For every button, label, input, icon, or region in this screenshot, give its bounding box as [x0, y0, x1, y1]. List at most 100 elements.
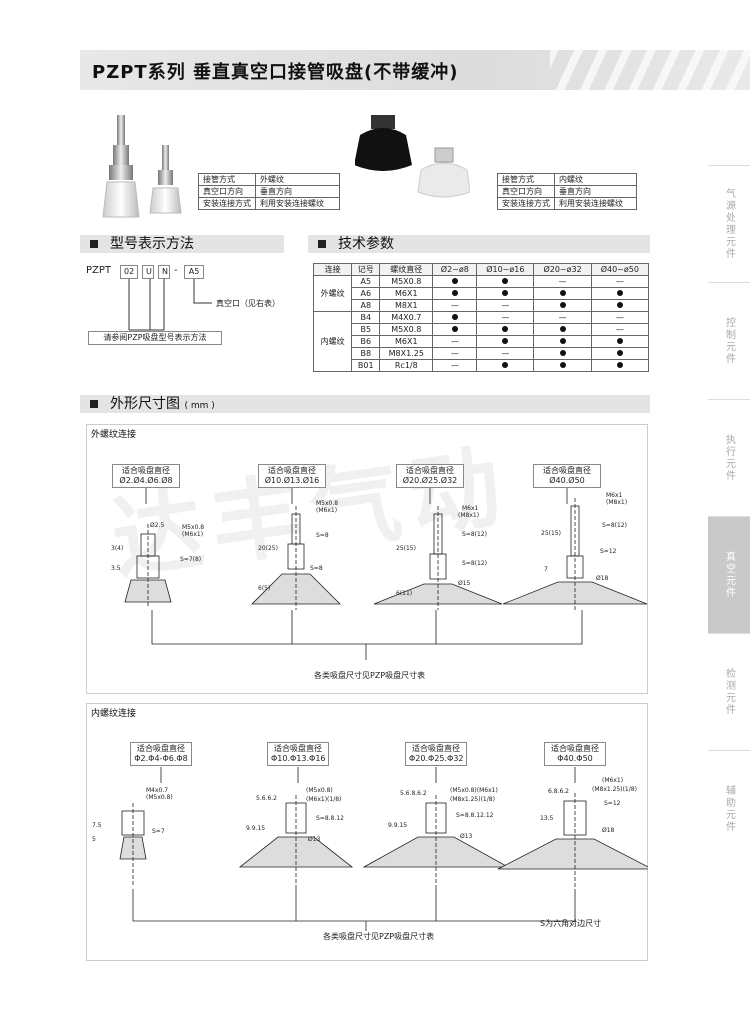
tech-cell: [533, 347, 592, 360]
side-tab-air-treatment[interactable]: 气源处理元件: [708, 165, 750, 282]
title-bar: PZPT系列 垂直真空口接管吸盘(不带缓冲): [80, 50, 750, 90]
available-dot-icon: [616, 338, 623, 344]
outer-heading: 外螺纹连接: [91, 430, 137, 440]
square-bullet-icon: [90, 240, 98, 248]
tech-cell: B4: [351, 311, 381, 324]
inner-dimension-drawings: [119, 767, 648, 931]
side-tab-control[interactable]: 控制元件: [708, 282, 750, 399]
model-label-vacuum: 真空口（见右表）: [216, 299, 280, 308]
side-tab-actuator[interactable]: 执行元件: [708, 399, 750, 516]
tech-cell: B01: [351, 359, 381, 372]
spec-key: 接管方式: [198, 173, 256, 186]
model-label-ref: 请参阅PZP吸盘型号表示方法: [88, 331, 222, 345]
spec-value: 垂直方向: [255, 185, 340, 198]
dim-label: S=12: [604, 800, 621, 807]
available-dot-icon: [451, 314, 458, 320]
spec-table-outer: 接管方式外螺纹 真空口方向垂直方向 安装连接方式利用安装连接螺纹: [198, 173, 340, 210]
tech-cell: M8X1.25: [379, 347, 434, 360]
dim-label: S=12: [600, 548, 617, 555]
side-tab-detection[interactable]: 检测元件: [708, 633, 750, 750]
dim-label: 13.5: [540, 815, 554, 822]
inner-footer-note: 各类吸盘尺寸见PZP吸盘尺寸表: [323, 932, 435, 941]
available-dot-icon: [451, 290, 458, 296]
inner-thread-panel: 内螺纹连接: [86, 703, 648, 961]
dim-label: M5x0.8: [316, 500, 339, 507]
model-notation: PZPT 02 U N - A5 真空口（见右表） 请参阅PZP吸盘型号表示方法: [84, 265, 304, 355]
model-separator: -: [174, 265, 178, 276]
tech-cell: A8: [351, 299, 381, 312]
available-dot-icon: [451, 278, 458, 284]
tech-cell: [432, 275, 478, 288]
available-dot-icon: [616, 362, 623, 368]
dim-label: (M6x1): [602, 777, 624, 784]
inner-thread-product-image: [355, 115, 470, 198]
dim-label: 20(25): [258, 545, 278, 552]
tech-cell: A6: [351, 287, 381, 300]
tech-cell: Rc1/8: [379, 359, 434, 372]
dim-label: 5: [92, 836, 96, 843]
dim-label: S=8(12): [462, 560, 487, 567]
model-code-material: U: [142, 265, 154, 279]
tech-cell: [432, 287, 478, 300]
dim-label: (M8x1.25)(1/8): [450, 796, 495, 803]
model-code-type: N: [158, 265, 170, 279]
spec-table-inner: 接管方式内螺纹 真空口方向垂直方向 安装连接方式利用安装连接螺纹: [497, 173, 637, 210]
tech-cell: M5X0.8: [379, 323, 434, 336]
dim-label: M6x1: [606, 492, 623, 499]
side-tab-auxiliary[interactable]: 辅助元件: [708, 750, 750, 867]
outer-dimension-drawings: [124, 488, 648, 660]
dim-label: 9.9.15: [388, 822, 408, 829]
spec-key: 接管方式: [497, 173, 555, 186]
available-dot-icon: [502, 362, 509, 368]
available-dot-icon: [559, 338, 566, 344]
tech-cell: [476, 323, 535, 336]
section-dimensions: 外形尺寸图 ( mm ): [80, 395, 650, 413]
available-dot-icon: [559, 362, 566, 368]
tech-cell: B6: [351, 335, 381, 348]
tech-cell: [476, 275, 535, 288]
side-tabs: 气源处理元件 控制元件 执行元件 真空元件 检测元件 辅助元件: [708, 165, 750, 867]
tech-cell: [476, 287, 535, 300]
tech-cell: [590, 359, 650, 372]
dim-label: 6(11): [396, 590, 413, 597]
section-model: 型号表示方法: [80, 235, 284, 253]
dim-label: Ø13: [308, 836, 321, 843]
tech-cell: —: [476, 347, 535, 360]
dim-label: Ø15: [458, 580, 471, 587]
dim-label: M6x1: [462, 505, 479, 512]
outer-footer-note: 各类吸盘尺寸见PZP吸盘尺寸表: [314, 671, 426, 680]
dim-label: 3.5: [111, 565, 121, 572]
available-dot-icon: [502, 290, 509, 296]
tech-cell: —: [476, 311, 535, 324]
section-tech: 技术参数: [308, 235, 650, 253]
tech-cell: A5: [351, 275, 381, 288]
tech-cell: —: [432, 347, 478, 360]
dim-label: 9.9.15: [246, 825, 266, 832]
dim-label: S=8.8.12.12: [456, 812, 494, 819]
tech-cell: [533, 299, 592, 312]
tech-cell: —: [432, 359, 478, 372]
available-dot-icon: [559, 350, 566, 356]
tech-cell: [533, 287, 592, 300]
dim-label: (M5x0.8): [306, 787, 333, 794]
tech-cell: [590, 299, 650, 312]
side-tab-vacuum[interactable]: 真空元件: [708, 516, 750, 633]
dim-label: (M5x0.8)(M6x1): [450, 787, 498, 794]
dim-label: S=8(12): [462, 531, 487, 538]
tech-cell: B8: [351, 347, 381, 360]
tech-cell: —: [476, 299, 535, 312]
dim-label: (M5x0.8): [146, 794, 173, 801]
dim-label: S=8.8.12: [316, 815, 344, 822]
dim-label: Ø18: [596, 575, 609, 582]
dim-label: S=7(8): [180, 556, 202, 563]
dim-label: 25(15): [396, 545, 416, 552]
